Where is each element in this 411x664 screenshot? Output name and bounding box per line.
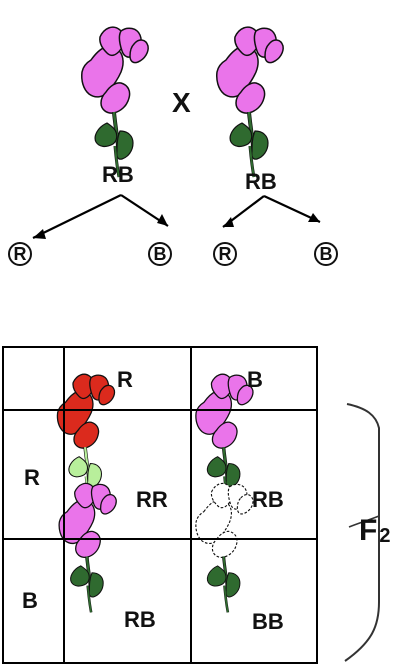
gamete-label: R xyxy=(218,243,232,264)
punnett-cell-rb: RB xyxy=(252,487,284,512)
pink-flower-icon xyxy=(79,25,151,180)
cross-symbol: X xyxy=(172,87,191,118)
punnett-row-header: R xyxy=(24,465,40,490)
punnett-column-header: R xyxy=(117,367,133,392)
right-brace-icon xyxy=(348,515,380,528)
gamete-right-b: B xyxy=(314,242,338,266)
generation-main-label: F xyxy=(359,514,378,547)
punnett-column-header: B xyxy=(247,367,263,392)
arrow-head-icon xyxy=(33,229,46,239)
punnett-row-divider xyxy=(2,409,318,411)
right-brace-icon xyxy=(344,403,380,662)
punnett-cell-rr: RR xyxy=(136,487,168,512)
arrow-icon xyxy=(32,194,122,239)
gamete-left-r: R xyxy=(8,242,32,266)
punnett-col-divider xyxy=(63,346,65,664)
arrow-head-icon xyxy=(157,214,168,226)
gamete-right-r: R xyxy=(213,242,237,266)
punnett-border-bottom xyxy=(2,662,318,664)
punnett-col-divider xyxy=(190,346,192,664)
parent-left-genotype: RB xyxy=(102,162,134,187)
white-flower-icon xyxy=(194,481,255,614)
punnett-row-header: B xyxy=(22,588,38,613)
generation-sub-label: 2 xyxy=(379,525,391,548)
punnett-border-right xyxy=(316,346,318,664)
parent-right-genotype: RB xyxy=(245,169,277,194)
pink-flower-icon xyxy=(214,25,286,180)
pink-flower-icon xyxy=(57,481,118,615)
gamete-label: B xyxy=(153,243,167,264)
punnett-border-left xyxy=(2,346,4,664)
arrow-head-icon xyxy=(223,217,234,227)
gamete-left-b: B xyxy=(148,242,172,266)
punnett-border-top xyxy=(2,346,318,348)
gamete-label: B xyxy=(319,243,333,264)
arrow-head-icon xyxy=(308,213,320,222)
punnett-cell-rb: RB xyxy=(124,607,156,632)
gamete-label: R xyxy=(13,243,27,264)
punnett-cell-bb: BB xyxy=(252,609,284,634)
punnett-row-divider xyxy=(2,538,318,540)
